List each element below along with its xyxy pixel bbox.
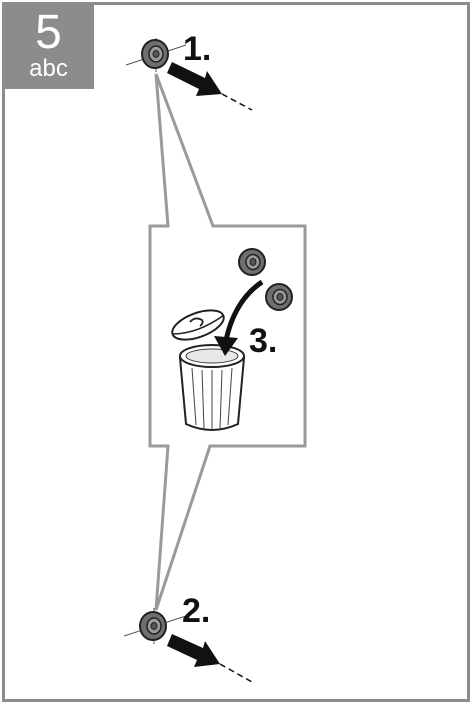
step-2-label: 2. — [182, 592, 210, 630]
step-number-badge: 5 abc — [3, 3, 94, 89]
trash-bin-icon — [178, 344, 246, 431]
removed-foot-2 — [265, 283, 293, 311]
bottom-pull-arrow — [167, 634, 253, 683]
step-subtitle: abc — [29, 55, 68, 82]
step-number: 5 — [35, 6, 62, 59]
removed-foot-1 — [238, 248, 266, 276]
step-3-label: 3. — [249, 322, 277, 360]
top-pull-arrow — [167, 62, 253, 111]
trash-bin-lid — [171, 309, 225, 341]
drop-into-bin-arrow — [214, 279, 264, 356]
bottom-rubber-foot — [123, 608, 187, 644]
top-rubber-foot — [125, 38, 187, 72]
step-1-label: 1. — [183, 30, 211, 68]
